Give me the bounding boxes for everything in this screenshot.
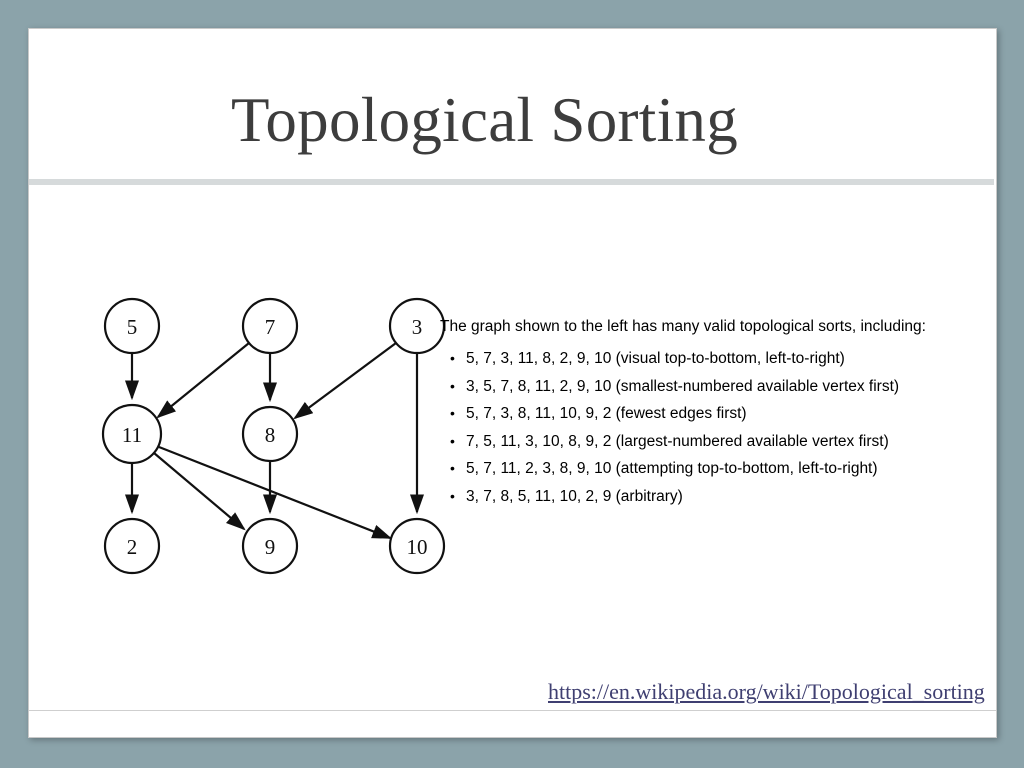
graph-node-label-8: 8	[265, 423, 276, 447]
graph-node-10: 10	[388, 517, 446, 575]
graph-node-11: 11	[101, 403, 163, 465]
list-item: 3, 5, 7, 8, 11, 2, 9, 10 (smallest-numbe…	[440, 376, 980, 397]
graph-node-7: 7	[241, 297, 299, 355]
list-item: 5, 7, 3, 11, 8, 2, 9, 10 (visual top-to-…	[440, 348, 980, 369]
title-area: Topological Sorting	[29, 29, 996, 179]
graph-node-label-10: 10	[407, 535, 428, 559]
graph-node-label-2: 2	[127, 535, 138, 559]
footer-rule	[29, 710, 996, 711]
graph-svg: 5 7 3 11 8	[101, 297, 446, 575]
list-item: 3, 7, 8, 5, 11, 10, 2, 9 (arbitrary)	[440, 486, 980, 507]
graph-edges	[124, 342, 425, 540]
topological-graph-figure: 5 7 3 11 8	[59, 257, 449, 577]
graph-node-label-11: 11	[122, 423, 142, 447]
graph-node-5: 5	[103, 297, 161, 355]
list-item: 5, 7, 3, 8, 11, 10, 9, 2 (fewest edges f…	[440, 403, 980, 424]
graph-node-label-9: 9	[265, 535, 276, 559]
source-link[interactable]: https://en.wikipedia.org/wiki/Topologica…	[548, 679, 985, 704]
title-divider	[29, 179, 994, 185]
graph-nodes: 5 7 3 11 8	[101, 297, 446, 575]
edge-11-to-9	[153, 452, 246, 531]
list-item: 5, 7, 11, 2, 3, 8, 9, 10 (attempting top…	[440, 458, 980, 479]
topological-sorts-list: 5, 7, 3, 11, 8, 2, 9, 10 (visual top-to-…	[440, 348, 980, 507]
page-title: Topological Sorting	[231, 85, 738, 155]
slide-panel: Topological Sorting	[28, 28, 997, 738]
graph-node-8: 8	[241, 405, 299, 463]
graph-node-label-3: 3	[412, 315, 423, 339]
graph-node-9: 9	[241, 517, 299, 575]
graph-node-label-5: 5	[127, 315, 138, 339]
explanation-block: The graph shown to the left has many val…	[440, 317, 980, 514]
graph-node-3: 3	[388, 297, 446, 355]
graph-node-label-7: 7	[265, 315, 276, 339]
explanation-intro: The graph shown to the left has many val…	[440, 318, 926, 335]
edge-11-to-10	[158, 445, 393, 540]
list-item: 7, 5, 11, 3, 10, 8, 9, 2 (largest-number…	[440, 431, 980, 452]
edge-3-to-8	[293, 342, 397, 420]
graph-node-2: 2	[103, 517, 161, 575]
edge-7-to-11	[156, 342, 250, 419]
